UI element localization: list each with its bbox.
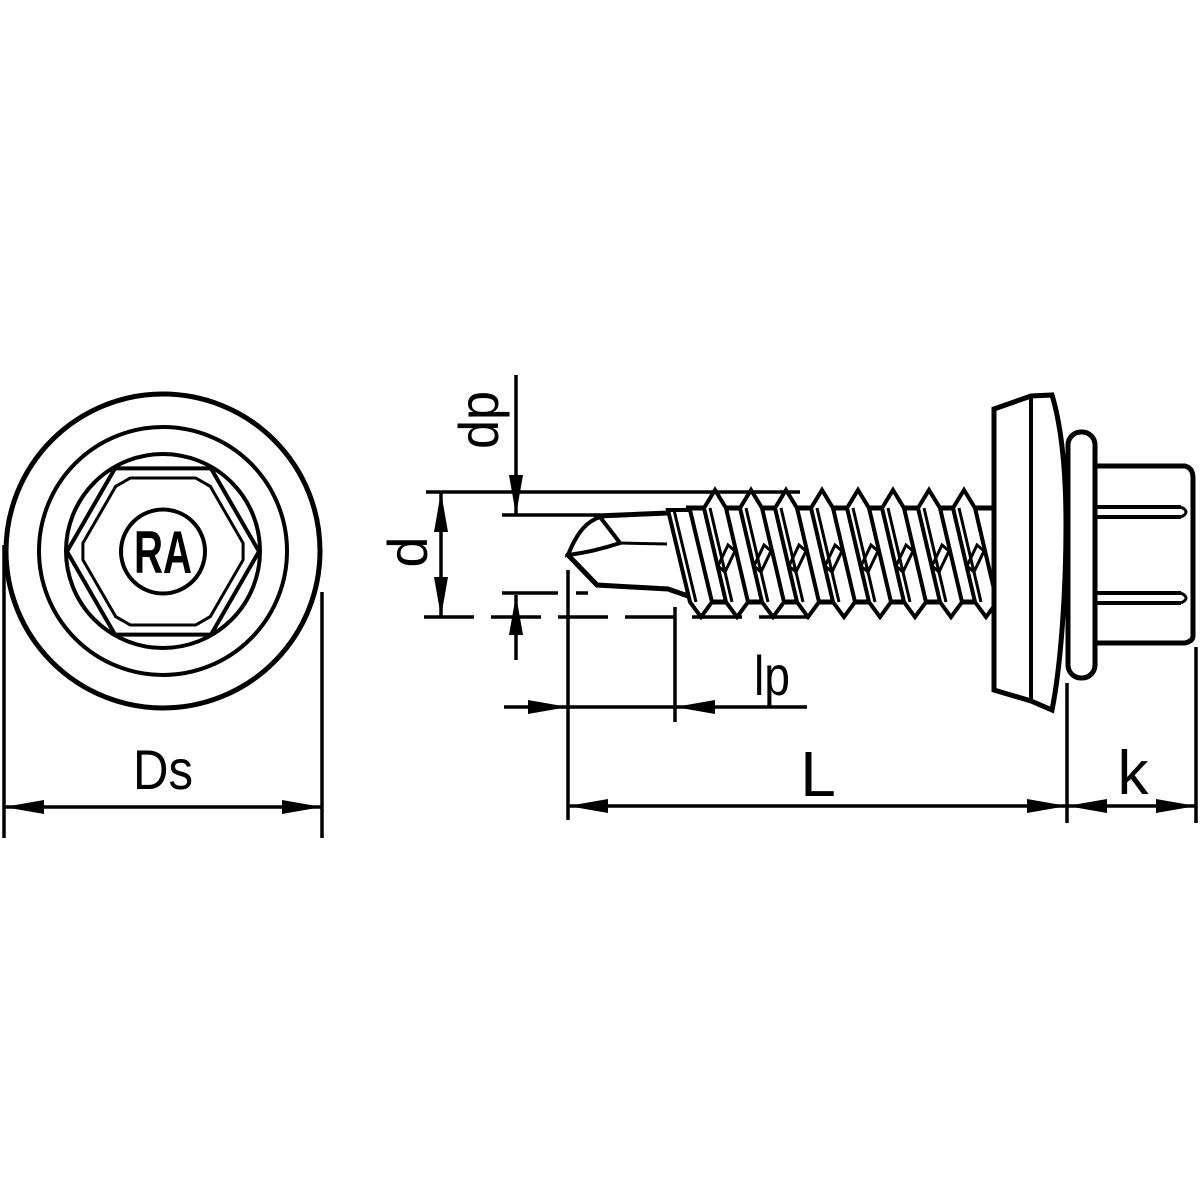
lp-arrow-left bbox=[675, 700, 715, 714]
thread-facet bbox=[752, 542, 773, 575]
thread bbox=[665, 486, 1000, 621]
thread-facet bbox=[965, 542, 986, 575]
lp-label: lp bbox=[754, 644, 790, 707]
k-arrow-left bbox=[1067, 799, 1107, 813]
ds-arrow-left bbox=[4, 800, 44, 814]
dimension-ds: Ds bbox=[2, 545, 324, 838]
thread-turn bbox=[772, 486, 822, 621]
thread-facet bbox=[894, 542, 915, 575]
marking-boss-circle bbox=[119, 507, 207, 596]
dimension-dp: dp bbox=[447, 375, 523, 660]
thread-flank-line bbox=[744, 507, 770, 603]
lp-arrow-right bbox=[528, 700, 568, 714]
hex-facet-line-lower bbox=[1096, 591, 1181, 605]
dp-label: dp bbox=[447, 391, 510, 449]
drill-point-flute bbox=[564, 514, 624, 558]
thread-facet bbox=[859, 542, 880, 575]
drill-chisel-edge-line bbox=[619, 541, 668, 546]
d-arrow-up bbox=[434, 492, 448, 532]
thread-facet bbox=[930, 542, 951, 575]
dp-arrow-down bbox=[509, 475, 523, 515]
dimension-l: L bbox=[568, 683, 1069, 823]
thread-flank-line bbox=[886, 507, 912, 603]
thread-facet bbox=[787, 542, 808, 575]
d-arrow-down bbox=[434, 577, 448, 617]
k-arrow-right bbox=[1156, 799, 1196, 813]
l-arrow-left bbox=[568, 799, 608, 813]
screw-body bbox=[564, 392, 1196, 714]
hex-facet-line-upper bbox=[1096, 505, 1181, 519]
thread-facet bbox=[823, 542, 844, 575]
l-arrow-right bbox=[1027, 799, 1067, 813]
thread-flank-line bbox=[922, 507, 948, 603]
screw-side-view: dp d lp L bbox=[376, 375, 1198, 823]
dimension-lp: lp bbox=[504, 570, 807, 820]
thread-flank-line bbox=[708, 507, 734, 603]
thread-turn bbox=[737, 486, 787, 621]
thread-flank-line bbox=[957, 507, 983, 603]
thread-turn bbox=[915, 486, 965, 621]
thread-turn bbox=[844, 486, 894, 621]
thread-facet bbox=[716, 542, 737, 575]
thread-flank-line bbox=[672, 509, 698, 603]
dp-arrow-up bbox=[509, 595, 523, 635]
dimension-k: k bbox=[1067, 647, 1198, 823]
k-label: k bbox=[1118, 739, 1150, 808]
thread-turn bbox=[808, 486, 858, 621]
ds-arrow-right bbox=[282, 800, 322, 814]
d-label: d bbox=[376, 536, 439, 567]
hex-facet-cusp-upper bbox=[1180, 505, 1188, 519]
dimension-d: d bbox=[376, 492, 448, 617]
hex-facet-cusp-lower bbox=[1180, 591, 1188, 605]
head-marking-text: RA bbox=[134, 519, 192, 586]
flange-washer-side bbox=[1065, 429, 1098, 681]
thread-turn bbox=[701, 486, 751, 621]
thread-flank-line bbox=[815, 507, 841, 603]
head-top-view: RA Ds bbox=[2, 391, 324, 838]
hex-chamfer-outline bbox=[81, 476, 245, 627]
thread-flank-line bbox=[851, 507, 877, 603]
thread-flank-line bbox=[779, 507, 805, 603]
thread-turn bbox=[879, 486, 929, 621]
hex-head-side bbox=[1092, 463, 1196, 646]
ds-label: Ds bbox=[133, 738, 193, 801]
l-label: L bbox=[800, 738, 836, 810]
